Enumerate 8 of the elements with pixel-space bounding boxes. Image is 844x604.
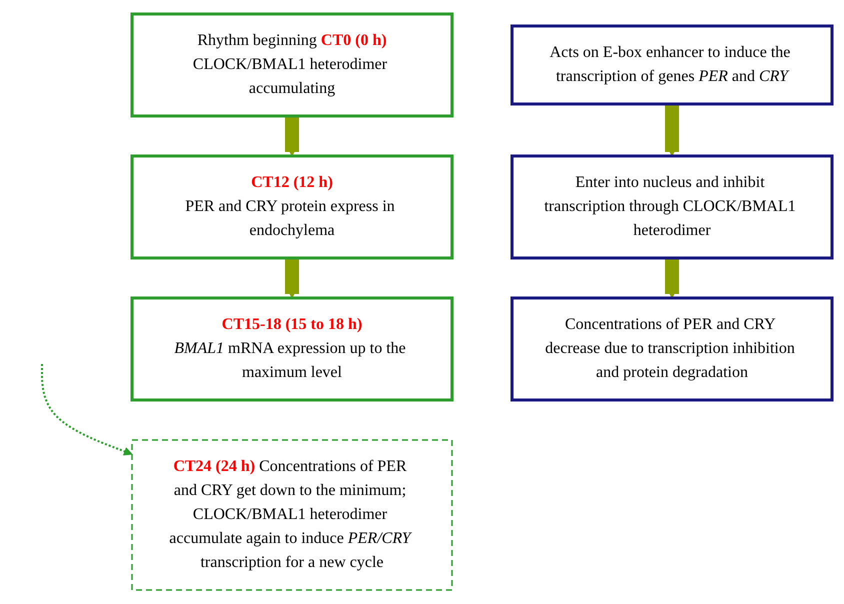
arrow: [41, 364, 132, 456]
node-box: Rhythm beginning CT0 (0 h) CLOCK/BMAL1 heterodimer accumulating: [130, 12, 454, 118]
node-box: Enter into nucleus and inhibit transcription through CLOCK/BMAL1 heterodimer: [510, 154, 834, 260]
node-box: CT24 (24 h) Concentrations of PER and CRY get down to the minimum; CLOCK/BMAL1 heterodimer accumulate again to induce PER/CRY transcription for a new cycle: [131, 439, 453, 591]
node-box: CT12 (12 h) PER and CRY protein express in endochylema: [130, 154, 454, 260]
node-box: Concentrations of PER and CRY decrease due to transcription inhibition and protein degradation: [510, 296, 834, 402]
node-box: CT15-18 (15 to 18 h) BMAL1 mRNA expression up to the maximum level: [130, 296, 454, 402]
node-box: Acts on E-box enhancer to induce the transcription of genes PER and CRY: [510, 24, 834, 106]
